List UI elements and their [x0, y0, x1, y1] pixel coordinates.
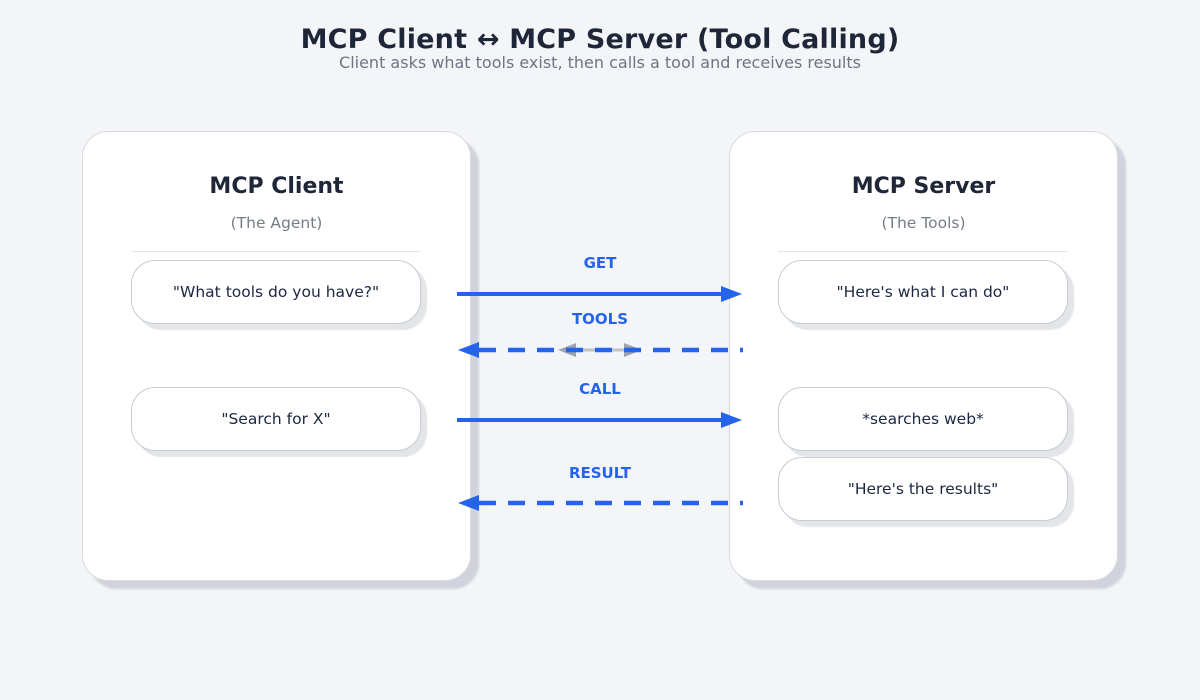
call-arrow-label: CALL — [579, 380, 621, 398]
call-arrow — [457, 412, 742, 428]
mcp-server-card: MCP Server (The Tools) "Here's what I ca… — [729, 131, 1118, 581]
page-subtitle: Client asks what tools exist, then calls… — [339, 53, 861, 72]
result-arrow — [458, 495, 743, 511]
server-card-title: MCP Server — [851, 174, 996, 199]
client-card-title: MCP Client — [209, 174, 344, 199]
tools-arrow-label: TOOLS — [571, 310, 629, 328]
result-arrow-label: RESULT — [568, 464, 632, 482]
mcp-client-card: MCP Client (The Agent) "What tools do yo… — [82, 131, 471, 581]
get-arrow-label: GET — [583, 254, 617, 272]
server-bubble-searches-web: *searches web* — [778, 387, 1068, 451]
message-arrows — [457, 286, 743, 511]
client-card-divider — [131, 251, 421, 252]
server-bubble-heres-results: "Here's the results" — [778, 457, 1068, 521]
server-bubble-what-i-can-do: "Here's what I can do" — [778, 260, 1068, 324]
tools-arrow — [458, 342, 743, 358]
client-bubble-what-tools: "What tools do you have?" — [131, 260, 421, 324]
get-arrow — [457, 286, 742, 302]
server-card-divider — [778, 251, 1068, 252]
server-card-subtitle: (The Tools) — [881, 214, 966, 232]
client-bubble-search-for-x: "Search for X" — [131, 387, 421, 451]
page-title: MCP Client ↔ MCP Server (Tool Calling) — [300, 24, 900, 55]
client-card-subtitle: (The Agent) — [230, 214, 323, 232]
